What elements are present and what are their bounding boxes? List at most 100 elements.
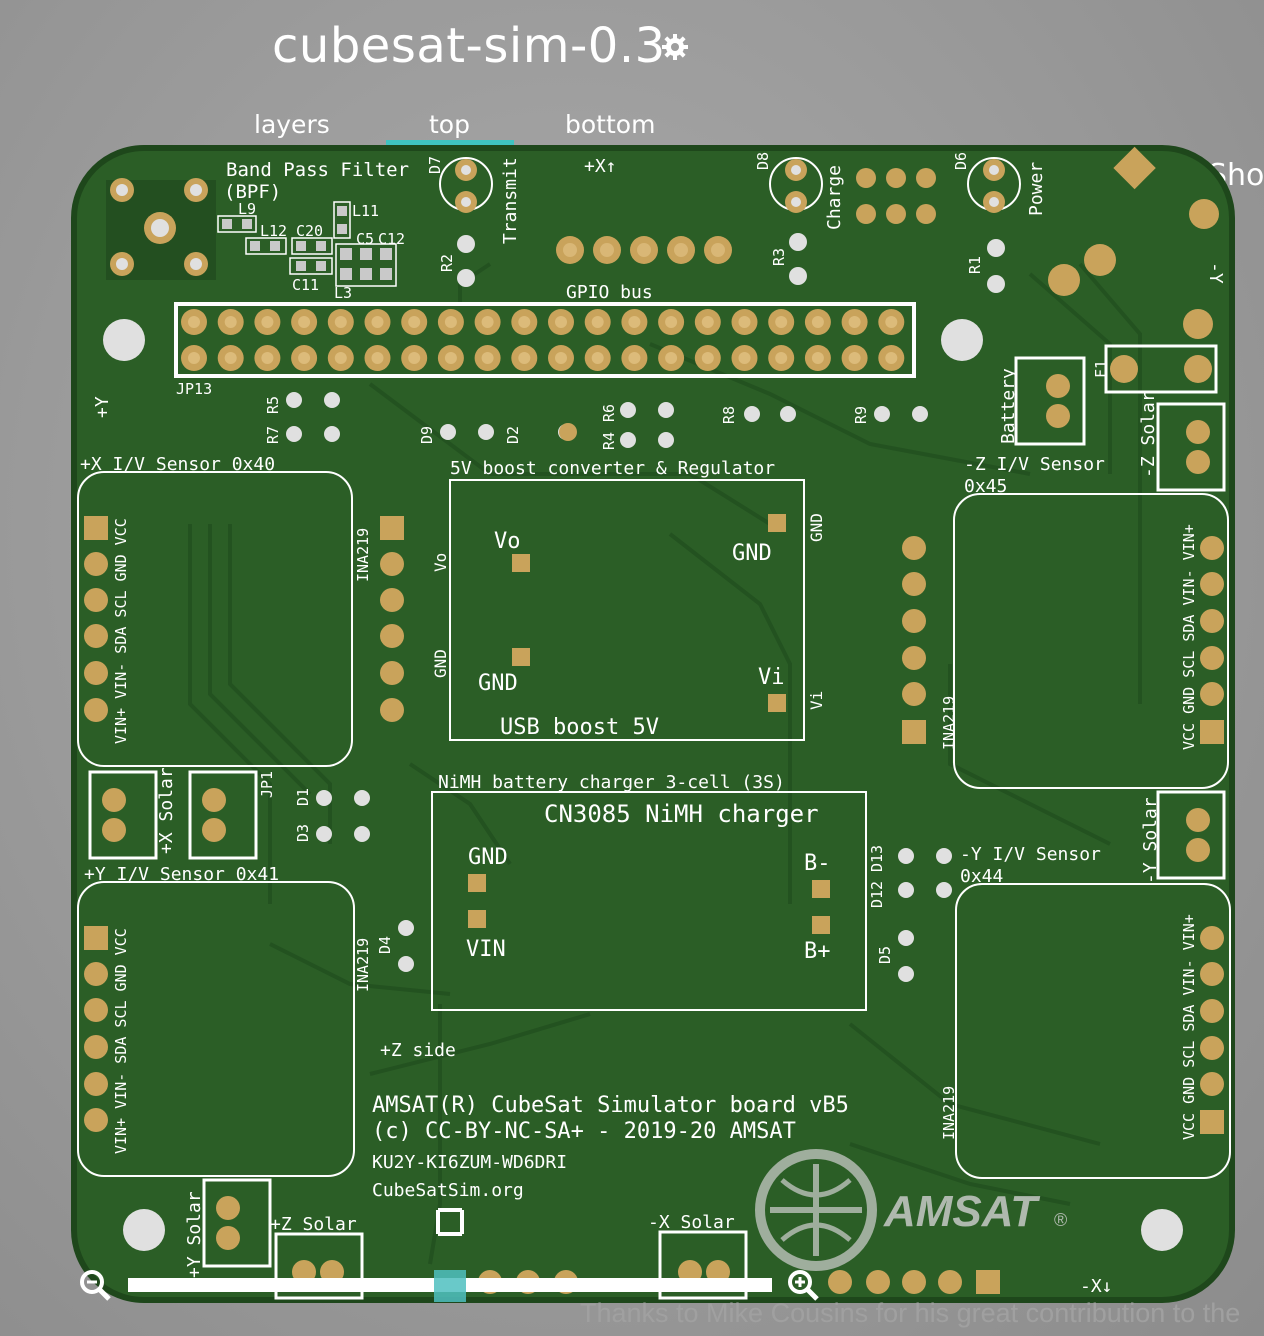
label-gnd-boost-side: GND <box>807 513 826 542</box>
label-calls: KU2Y-KI6ZUM-WD6DRI <box>372 1152 567 1173</box>
label-r5: R5 <box>264 396 282 414</box>
gpio-pad-hole <box>591 316 604 328</box>
label-battery: Battery <box>998 368 1019 444</box>
charger-module <box>431 791 867 1011</box>
label-d1: D1 <box>294 788 312 806</box>
label-zp-solar: +Z Solar <box>270 1214 357 1235</box>
label-ym-sensor: -Y I/V Sensor <box>960 844 1101 865</box>
label-gpio: GPIO bus <box>566 282 653 303</box>
label-f1: F1 <box>1092 360 1110 378</box>
label-vo: Vo <box>494 529 521 554</box>
resistors-top <box>457 233 1005 293</box>
label-d9: D9 <box>418 426 436 444</box>
gpio-pad-hole <box>665 352 678 364</box>
boost-converter-module <box>449 479 805 741</box>
label-d2: D2 <box>504 426 522 444</box>
label-pins-xp: VIN+ VIN- SDA SCL GND VCC <box>112 518 130 744</box>
label-zm-addr: 0x45 <box>964 476 1007 497</box>
amsat-logo-text: AMSAT <box>883 1187 1040 1236</box>
gpio-pad-hole <box>334 316 347 328</box>
credit-text: Thanks to Mike Cousins for his great con… <box>580 1298 1241 1328</box>
label-xm-bottom: -X↓ <box>1080 1276 1113 1297</box>
gpio-pad-hole <box>371 316 384 328</box>
gpio-pad-hole <box>298 352 311 364</box>
zoom-in-icon[interactable] <box>786 1268 820 1302</box>
label-vo-side: Vo <box>431 553 450 572</box>
label-r4: R4 <box>600 432 618 450</box>
yp-sensor-module <box>77 881 355 1177</box>
zm-solar-connector <box>1156 402 1226 492</box>
mounting-holes <box>103 319 1183 1251</box>
amsat-logo <box>755 1149 877 1271</box>
gpio-pad-hole <box>298 316 311 328</box>
label-r7: R7 <box>264 426 282 444</box>
label-l12: L12 <box>260 222 287 240</box>
label-r6: R6 <box>600 404 618 422</box>
label-bpf: Band Pass Filter <box>226 159 409 181</box>
label-gnd-boost: GND <box>732 541 772 566</box>
label-jp13: JP13 <box>176 380 212 398</box>
label-jp1: JP1 <box>258 771 276 798</box>
gpio-pad-hole <box>481 316 494 328</box>
copper-traces <box>188 262 1142 1265</box>
bpf-pads <box>222 206 392 280</box>
label-ina219-ym: INA219 <box>940 1086 958 1140</box>
xp-sensor-module <box>77 471 404 767</box>
gpio-pad-hole <box>261 352 274 364</box>
pcb-outline <box>71 145 1235 1303</box>
fuse-f1 <box>1104 344 1218 394</box>
label-yplus-left: +Y <box>92 396 113 418</box>
label-zp-side: +Z side <box>380 1040 456 1061</box>
tab-top[interactable]: top <box>429 110 470 139</box>
label-power: Power <box>1026 162 1047 216</box>
tab-bottom[interactable]: bottom <box>565 110 656 139</box>
gpio-pad-hole <box>224 316 237 328</box>
gpio-pad-hole <box>518 352 531 364</box>
label-vin: VIN <box>466 937 506 962</box>
label-c5: C5 <box>356 230 374 248</box>
tab-layers[interactable]: layers <box>254 110 330 139</box>
gpio-pad-hole <box>371 352 384 364</box>
label-vi-side: Vi <box>807 691 826 710</box>
gear-icon[interactable] <box>660 32 690 62</box>
label-r8: R8 <box>720 406 738 424</box>
pcb-board[interactable]: Band Pass Filter (BPF) L9 L11 L12 C20 C5… <box>70 144 1236 1304</box>
label-d8: D8 <box>754 152 772 170</box>
label-transmit: Transmit <box>500 157 521 244</box>
gpio-pad-hole <box>555 316 567 328</box>
gpio-pad-hole <box>591 352 604 364</box>
label-bminus: B- <box>804 851 831 876</box>
bpf-components <box>217 201 397 287</box>
label-l9: L9 <box>238 200 256 218</box>
gpio-pad-hole <box>261 316 274 328</box>
page-title: cubesat-sim-0.3 <box>272 18 666 74</box>
gpio-pad-hole <box>628 316 641 328</box>
gpio-pad-hole <box>885 316 898 328</box>
label-r3: R3 <box>770 248 788 266</box>
label-xp-sensor: +X I/V Sensor 0x40 <box>80 454 275 475</box>
label-d7: D7 <box>426 156 444 174</box>
label-c12: C12 <box>378 230 405 248</box>
label-d5: D5 <box>876 946 894 964</box>
gpio-pad-hole <box>188 352 200 364</box>
label-site: CubeSatSim.org <box>372 1180 524 1201</box>
gpio-pad-hole <box>408 352 421 364</box>
label-r2: R2 <box>438 254 456 272</box>
gpio-pad-hole <box>885 352 898 364</box>
label-gnd-boost2: GND <box>478 671 518 696</box>
gpio-header <box>174 302 916 378</box>
target-marker <box>436 1208 464 1236</box>
label-amsat1: AMSAT(R) CubeSat Simulator board vB5 <box>372 1093 849 1118</box>
label-r9: R9 <box>852 406 870 424</box>
zoom-slider-thumb[interactable] <box>434 1270 466 1302</box>
active-tab-indicator <box>386 140 514 146</box>
led-d6 <box>967 157 1021 213</box>
pads-3x2 <box>856 168 936 224</box>
zoom-out-icon[interactable] <box>78 1268 112 1302</box>
gpio-pad-hole <box>408 316 421 328</box>
edge-pads-right <box>1048 146 1219 339</box>
label-yp-sensor: +Y I/V Sensor 0x41 <box>84 864 279 885</box>
label-c20: C20 <box>296 222 323 240</box>
gpio-pad-hole <box>188 316 200 328</box>
gpio-pad-hole <box>811 352 824 364</box>
